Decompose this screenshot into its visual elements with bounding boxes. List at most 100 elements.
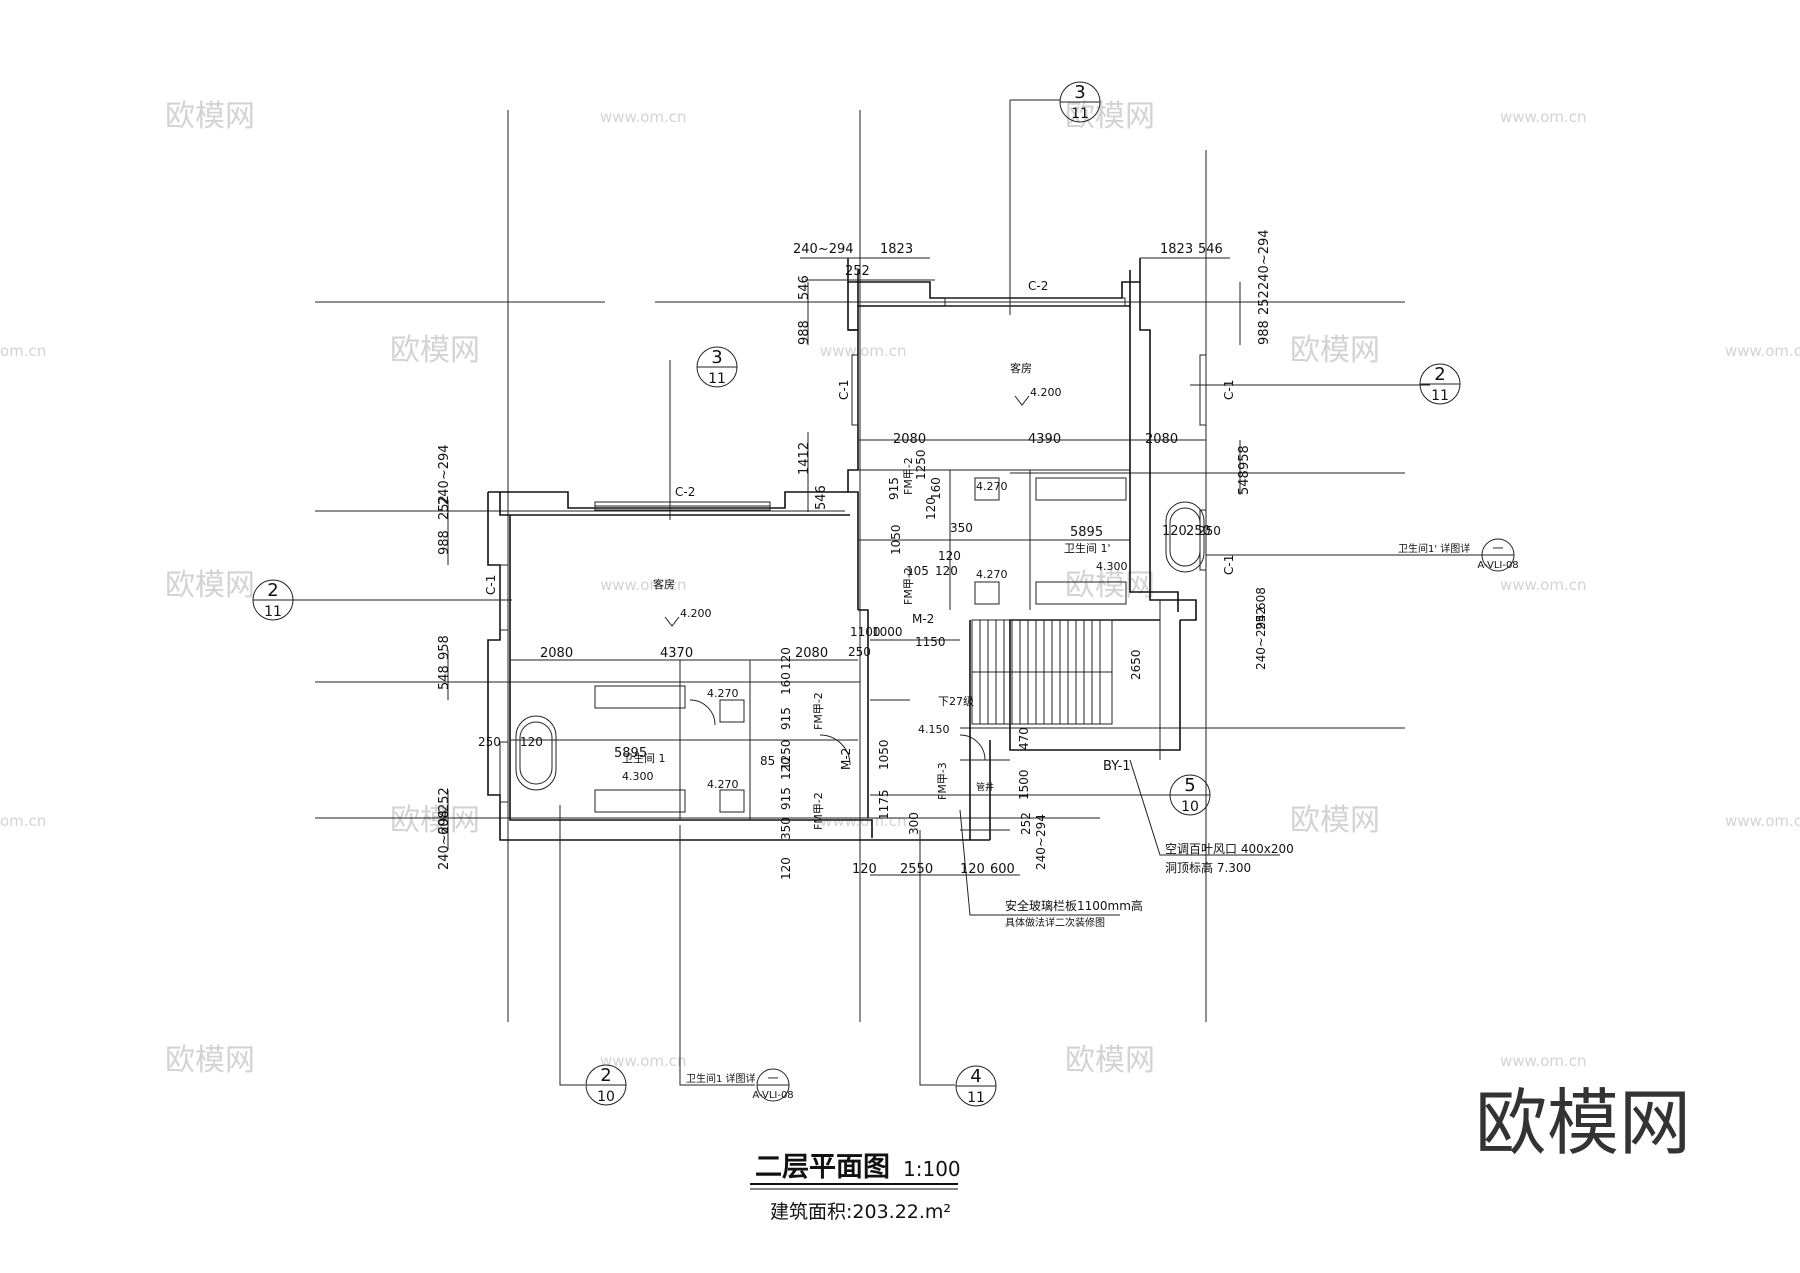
door-arc xyxy=(689,699,716,726)
watermark-brand: 欧模网 xyxy=(1290,803,1380,838)
watermark-layer: 欧模网 www.om.cn 欧模网 www.om.cn om.cn 欧模网 ww… xyxy=(0,99,1800,1078)
wall-lower-left-inner xyxy=(509,515,873,838)
notes: 空调百叶风口 400x200 洞顶标高 7.300 安全玻璃栏板1100mm高 … xyxy=(1005,842,1294,929)
watermark-url: www.om.cn xyxy=(820,812,907,830)
detail-label: 卫生间1' 详图详 xyxy=(1398,542,1470,555)
callout-bottom: 11 xyxy=(1071,106,1089,122)
dim: 240~294 xyxy=(437,444,452,505)
watermark-url: www.om.cn xyxy=(600,108,687,126)
dim: 988 xyxy=(437,530,452,555)
dim: 1000 xyxy=(872,625,903,639)
wall-lower-top-inner xyxy=(499,492,850,516)
watermark-brand: 欧模网 xyxy=(1065,568,1155,603)
watermark-logo: 欧模网 xyxy=(1475,1081,1691,1165)
callout-bottom: 11 xyxy=(708,371,726,387)
dim: 958 xyxy=(437,635,452,660)
window-tag: C-1 xyxy=(837,380,851,400)
dim: 2080 xyxy=(795,646,828,661)
dim: 120 xyxy=(779,757,793,780)
callout-top: 2 xyxy=(267,580,278,601)
wall-top xyxy=(847,258,1141,299)
toilet xyxy=(719,789,745,813)
dim: 988 xyxy=(1257,320,1272,345)
dim: 160 xyxy=(779,672,793,695)
dim: 470 xyxy=(1017,727,1031,750)
window-tag: C-1 xyxy=(484,575,498,595)
dim: 252 xyxy=(1254,607,1268,630)
callout-bottom: 11 xyxy=(967,1090,985,1106)
window-c1 xyxy=(499,741,509,803)
dim: 600 xyxy=(990,862,1015,877)
window-tag: C-2 xyxy=(1028,279,1048,293)
dim: 300 xyxy=(907,812,921,835)
leader xyxy=(959,809,1120,916)
callout-top: 2 xyxy=(600,1065,611,1086)
note-vent-height: 洞顶标高 7.300 xyxy=(1165,860,1251,875)
dim: 1823 xyxy=(880,242,913,257)
dim: 240~294 xyxy=(793,242,854,257)
stair-level: 4.150 xyxy=(918,723,950,736)
dim: 252 xyxy=(437,787,452,812)
dim: 85 xyxy=(760,754,775,768)
door-tag: FM甲-2 xyxy=(902,457,915,495)
watermark-brand: 欧模网 xyxy=(1065,1043,1155,1078)
section-callout: 2 11 xyxy=(1419,363,1461,405)
level-text: 4.270 xyxy=(707,778,739,791)
detail-code: A-VLI-08 xyxy=(1477,560,1518,571)
watermark-url: www.om.cn xyxy=(600,1052,687,1070)
dim: 120 xyxy=(852,862,877,877)
dim: 546 xyxy=(814,485,829,510)
wall-right-upper xyxy=(1139,282,1197,621)
dim: 548 xyxy=(1237,470,1252,495)
windows xyxy=(499,297,1207,803)
room-name: 卫生间 1 xyxy=(622,751,666,765)
door-arc xyxy=(959,734,986,761)
window-c1 xyxy=(1199,354,1207,426)
dimension-text: 240~294 1823 252 1823 546 240~294 988 25… xyxy=(437,229,1272,880)
dim: 240~294 xyxy=(1257,229,1272,290)
stair-flight xyxy=(971,671,1113,725)
building-area: 建筑面积:203.22.m² xyxy=(770,1201,951,1223)
dim: 1100 xyxy=(850,625,881,639)
room-name: 客房 xyxy=(653,577,675,591)
title-block: 二层平面图 1:100 建筑面积:203.22.m² xyxy=(750,1152,961,1223)
dim: 252 xyxy=(845,264,870,279)
room-level: 4.300 xyxy=(1096,560,1128,573)
detail-top: 一 xyxy=(768,1072,779,1085)
dim: 1500 xyxy=(1017,769,1031,800)
detail-code: A-VLI-08 xyxy=(752,1090,793,1101)
callouts: 3 11 3 11 2 11 2 11 2 10 xyxy=(252,81,1519,1107)
dim: 120 xyxy=(935,564,958,578)
wall-right-inner xyxy=(1129,306,1179,612)
dim: 2650 xyxy=(1129,649,1143,680)
tag-by1: BY-1 xyxy=(1103,759,1131,774)
room-name: 卫生间 1' xyxy=(1064,541,1111,555)
bathtub-inner xyxy=(519,721,553,785)
callout-top: 3 xyxy=(711,347,722,368)
fixtures xyxy=(515,477,1205,813)
dim: 4370 xyxy=(660,646,693,661)
dim: 546 xyxy=(1198,242,1223,257)
watermark-url: om.cn xyxy=(0,342,46,360)
level-text: 4.270 xyxy=(976,480,1008,493)
leader-lines xyxy=(284,99,1490,1086)
detail-ref: 一 A-VLI-08 卫生间1 详图详 xyxy=(686,1068,794,1102)
dim: 2550 xyxy=(900,862,933,877)
callout-top: 3 xyxy=(1074,82,1085,103)
detail-ref: 一 A-VLI-08 卫生间1' 详图详 xyxy=(1398,538,1519,572)
dimension-lines xyxy=(447,257,1241,876)
callout-bottom: 10 xyxy=(1181,799,1199,815)
dim: 250 xyxy=(478,735,501,749)
bathtub-inner xyxy=(1169,507,1201,567)
grid-lines xyxy=(315,110,1405,1022)
watermark-url: om.cn xyxy=(0,812,46,830)
dim: 1412 xyxy=(797,442,812,475)
dim: 988 xyxy=(797,320,812,345)
section-callout: 4 11 xyxy=(955,1065,997,1107)
dim: 4390 xyxy=(1028,432,1061,447)
window-tag: C-2 xyxy=(675,485,695,499)
level-marker xyxy=(1014,395,1030,406)
room-name: 客房 xyxy=(1010,361,1032,375)
watermark-brand: 欧模网 xyxy=(165,1043,255,1078)
leader xyxy=(919,830,955,1086)
